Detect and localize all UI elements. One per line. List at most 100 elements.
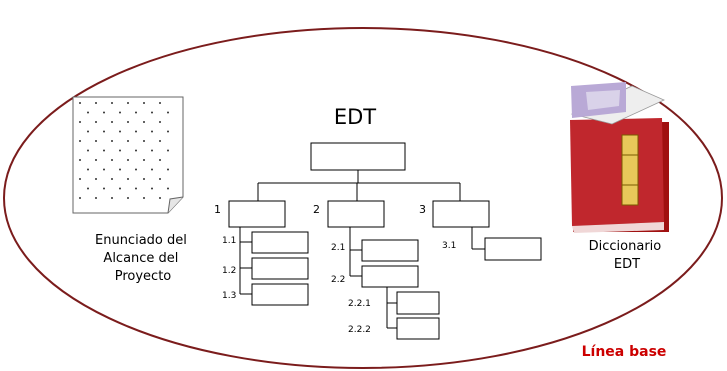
page-dot — [111, 121, 113, 123]
page-dot — [151, 187, 153, 190]
page-dot — [103, 187, 105, 190]
page-dot — [95, 159, 97, 161]
wbs-root-box — [310, 142, 406, 171]
page-dot — [159, 140, 161, 142]
page-dot — [79, 197, 81, 199]
scope-caption-line-1: Enunciado del — [95, 233, 187, 248]
page-dot — [135, 168, 137, 171]
page-dot — [95, 197, 97, 199]
page-dot — [159, 197, 161, 199]
wbs-dictionary-caption: Diccionario EDT — [589, 239, 666, 272]
page-dot — [167, 187, 169, 190]
page-dot — [103, 111, 105, 114]
page-dot — [111, 197, 113, 199]
page-dot — [135, 130, 137, 133]
page-dot — [135, 149, 137, 152]
page-dot — [95, 121, 97, 123]
page-dot — [103, 168, 105, 171]
page-dot — [87, 130, 89, 133]
wbs-node-3-1-box — [484, 237, 542, 261]
page-dot — [167, 149, 169, 152]
page-dot — [87, 149, 89, 152]
page-dot — [167, 111, 169, 114]
page-dot — [167, 168, 169, 171]
page-dot — [87, 168, 89, 171]
page-dot — [143, 178, 145, 180]
page-dot — [111, 102, 113, 104]
page-dot — [119, 168, 121, 171]
page-dot — [135, 111, 137, 114]
page-dot — [143, 140, 145, 142]
page-dot — [143, 121, 145, 123]
page-dot — [79, 140, 81, 142]
page-dot — [127, 102, 129, 104]
page-dot — [87, 111, 89, 114]
scope-caption-line-2: Alcance del — [103, 251, 178, 266]
page-dot — [159, 121, 161, 123]
scope-caption-line-3: Proyecto — [115, 269, 172, 284]
page-dot — [159, 159, 161, 161]
wbs-node-1-3-box — [251, 283, 309, 306]
page-dot — [111, 140, 113, 142]
wbs-branch-2-label: 2 — [313, 203, 320, 216]
page-dot — [135, 187, 137, 190]
wbs-node-2-1-label: 2.1 — [331, 243, 345, 253]
wbs-node-1-2-label: 1.2 — [222, 266, 236, 276]
page-dot — [119, 111, 121, 114]
page-dot — [143, 159, 145, 161]
wbs-branch-3-label: 3 — [419, 203, 426, 216]
page-dot — [151, 168, 153, 171]
wbs-labels: 1 2 3 1.1 1.2 1.3 2.1 2.2 2.2.1 2.2.2 3.… — [214, 203, 456, 335]
page-dot — [103, 130, 105, 133]
wbs-node-2-1-box — [361, 239, 419, 262]
baseline-label: Línea base — [582, 344, 667, 360]
page-dot — [95, 140, 97, 142]
scope-statement-document-icon — [72, 96, 184, 214]
page-dot — [159, 178, 161, 180]
page-dot — [127, 159, 129, 161]
page-dot — [143, 102, 145, 104]
page-dot — [127, 197, 129, 199]
page-dot — [119, 149, 121, 152]
page-dot — [111, 178, 113, 180]
page-dot — [79, 178, 81, 180]
wbs-node-2-2-1-label: 2.2.1 — [348, 299, 371, 309]
page-dot — [151, 149, 153, 152]
page-dot — [95, 102, 97, 104]
wbs-node-2-2-box — [361, 265, 419, 288]
page-dot — [87, 187, 89, 190]
wbs-node-1-1-box — [251, 231, 309, 254]
baseline-ellipse — [3, 27, 723, 369]
page-dot — [79, 121, 81, 123]
wbs-node-1-3-label: 1.3 — [222, 291, 236, 301]
dictionary-caption-line-2: EDT — [614, 257, 640, 272]
wbs-node-1-1-label: 1.1 — [222, 236, 236, 246]
wbs-node-3-1-label: 3.1 — [442, 241, 456, 251]
wbs-node-2-2-2-box — [396, 317, 440, 340]
wbs-node-2-2-2-label: 2.2.2 — [348, 325, 371, 335]
page-dot — [159, 102, 161, 104]
page-dot — [95, 178, 97, 180]
scope-statement-caption: Enunciado del Alcance del Proyecto — [95, 233, 191, 284]
page-dot — [127, 178, 129, 180]
page-dot — [151, 111, 153, 114]
wbs-node-2-2-label: 2.2 — [331, 275, 345, 285]
page-dot — [167, 130, 169, 133]
wbs-branch-1-box — [228, 200, 286, 228]
wbs-branch-1-label: 1 — [214, 203, 221, 216]
page-dot — [79, 102, 81, 104]
page-dot — [127, 121, 129, 123]
page-dot — [127, 140, 129, 142]
dictionary-caption-line-1: Diccionario — [589, 239, 662, 254]
page-dot — [119, 130, 121, 133]
wbs-branch-3-box — [432, 200, 490, 228]
page-dot — [103, 149, 105, 152]
wbs-dictionary-book-icon — [570, 82, 669, 233]
page-dot — [79, 159, 81, 161]
page-dot — [151, 130, 153, 133]
wbs-tree — [228, 142, 542, 340]
diagram-title: EDT — [334, 105, 376, 129]
page-dot — [119, 187, 121, 190]
